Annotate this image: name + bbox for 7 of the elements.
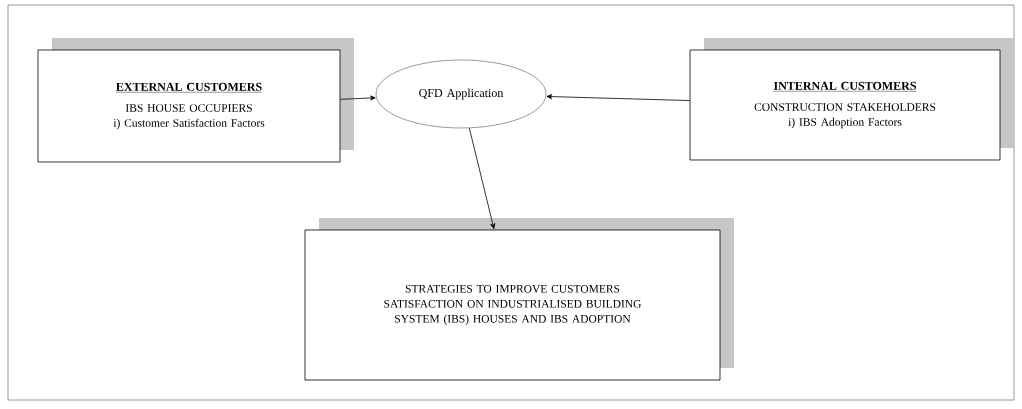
process-box: INTERNAL CUSTOMERS CONSTRUCTION STAKEHOLDERS i) IBS Adoption Factors (689, 38, 1014, 161)
oval-node: QFD Application (375, 59, 547, 129)
process-box: STRATEGIES TO IMPROVE CUSTOMERS SATISFACTION ON INDUSTRIALISED BUILDING SYSTEM (IBS) HOUSES AND IBS ADOPTION (304, 218, 734, 381)
arrow (468, 127, 496, 229)
arrow (546, 94, 690, 101)
arrow (340, 95, 376, 101)
process-box: EXTERNAL CUSTOMERS IBS HOUSE OCCUPIERS i) Customer Satisfaction Factors (37, 38, 354, 163)
